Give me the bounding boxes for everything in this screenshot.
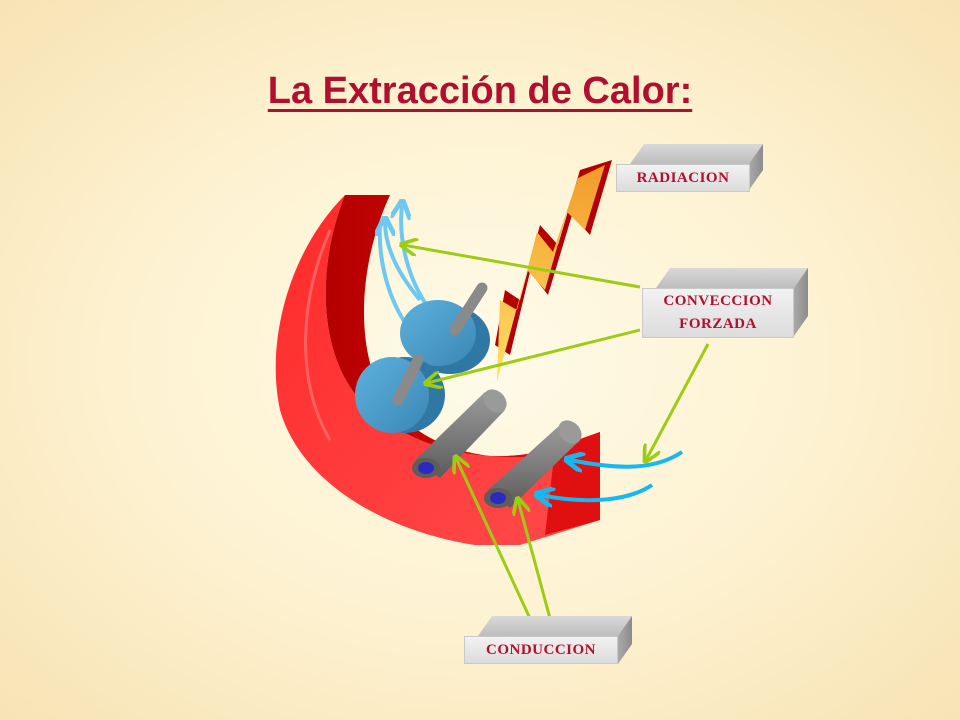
conduccion-label: CONDUCCION	[464, 636, 618, 664]
pointer-arrows	[403, 245, 710, 626]
water-spray-arrows	[540, 450, 684, 500]
support-roll-upper	[400, 282, 490, 374]
support-roll-lower	[355, 354, 445, 433]
cooling-pipe-2	[484, 420, 582, 508]
conveccion-label-line1: CONVECCION	[663, 293, 773, 309]
radiation-flame	[495, 160, 612, 382]
conveccion-label: CONVECCION FORZADA	[642, 288, 794, 338]
conveccion-label-line2: FORZADA	[679, 316, 757, 332]
radiacion-label: RADIACION	[616, 164, 750, 192]
cooling-pipe-1	[412, 389, 507, 478]
slide-title: La Extracción de Calor:	[267, 70, 693, 112]
